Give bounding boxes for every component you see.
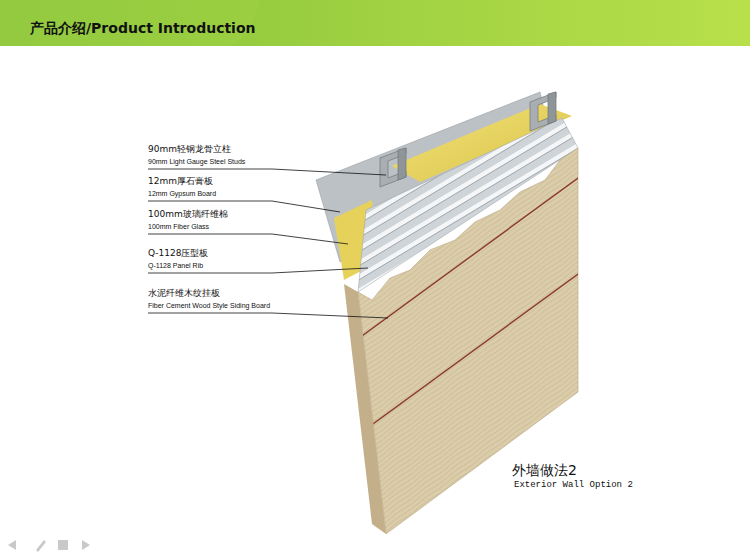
callout-label: Fiber Cement Wood Style Siding Board	[148, 302, 270, 310]
header-band	[0, 0, 750, 46]
callout-label: 12mm Gypsum Board	[148, 190, 216, 198]
callout-label: 90mm Light Gauge Steel Studs	[148, 158, 245, 166]
callout-label: Q-1128 Panel Rib	[148, 262, 203, 270]
callout-label: 90mm轻钢龙骨立柱	[148, 145, 231, 155]
page-title: 产品介绍/Product Introduction	[30, 20, 256, 38]
toolbar-icons	[8, 540, 90, 552]
steel-stud	[380, 92, 556, 187]
siding-seams	[340, 63, 600, 448]
callout-label: 12mm厚石膏板	[148, 177, 213, 187]
header-tab	[0, 0, 260, 46]
caption: 外墙做法2	[512, 462, 577, 480]
siding-edge	[344, 284, 386, 534]
leader-lines	[148, 169, 388, 318]
callout-label: 水泥纤维木纹挂板	[148, 289, 220, 299]
siding-board	[358, 148, 578, 534]
callout-label: 100mm玻璃纤维棉	[148, 210, 228, 220]
callout-label: 100mm Fiber Glass	[148, 223, 209, 231]
callout-label: Q-1128压型板	[148, 249, 209, 259]
caption-english: Exterior Wall Option 2	[514, 481, 633, 491]
